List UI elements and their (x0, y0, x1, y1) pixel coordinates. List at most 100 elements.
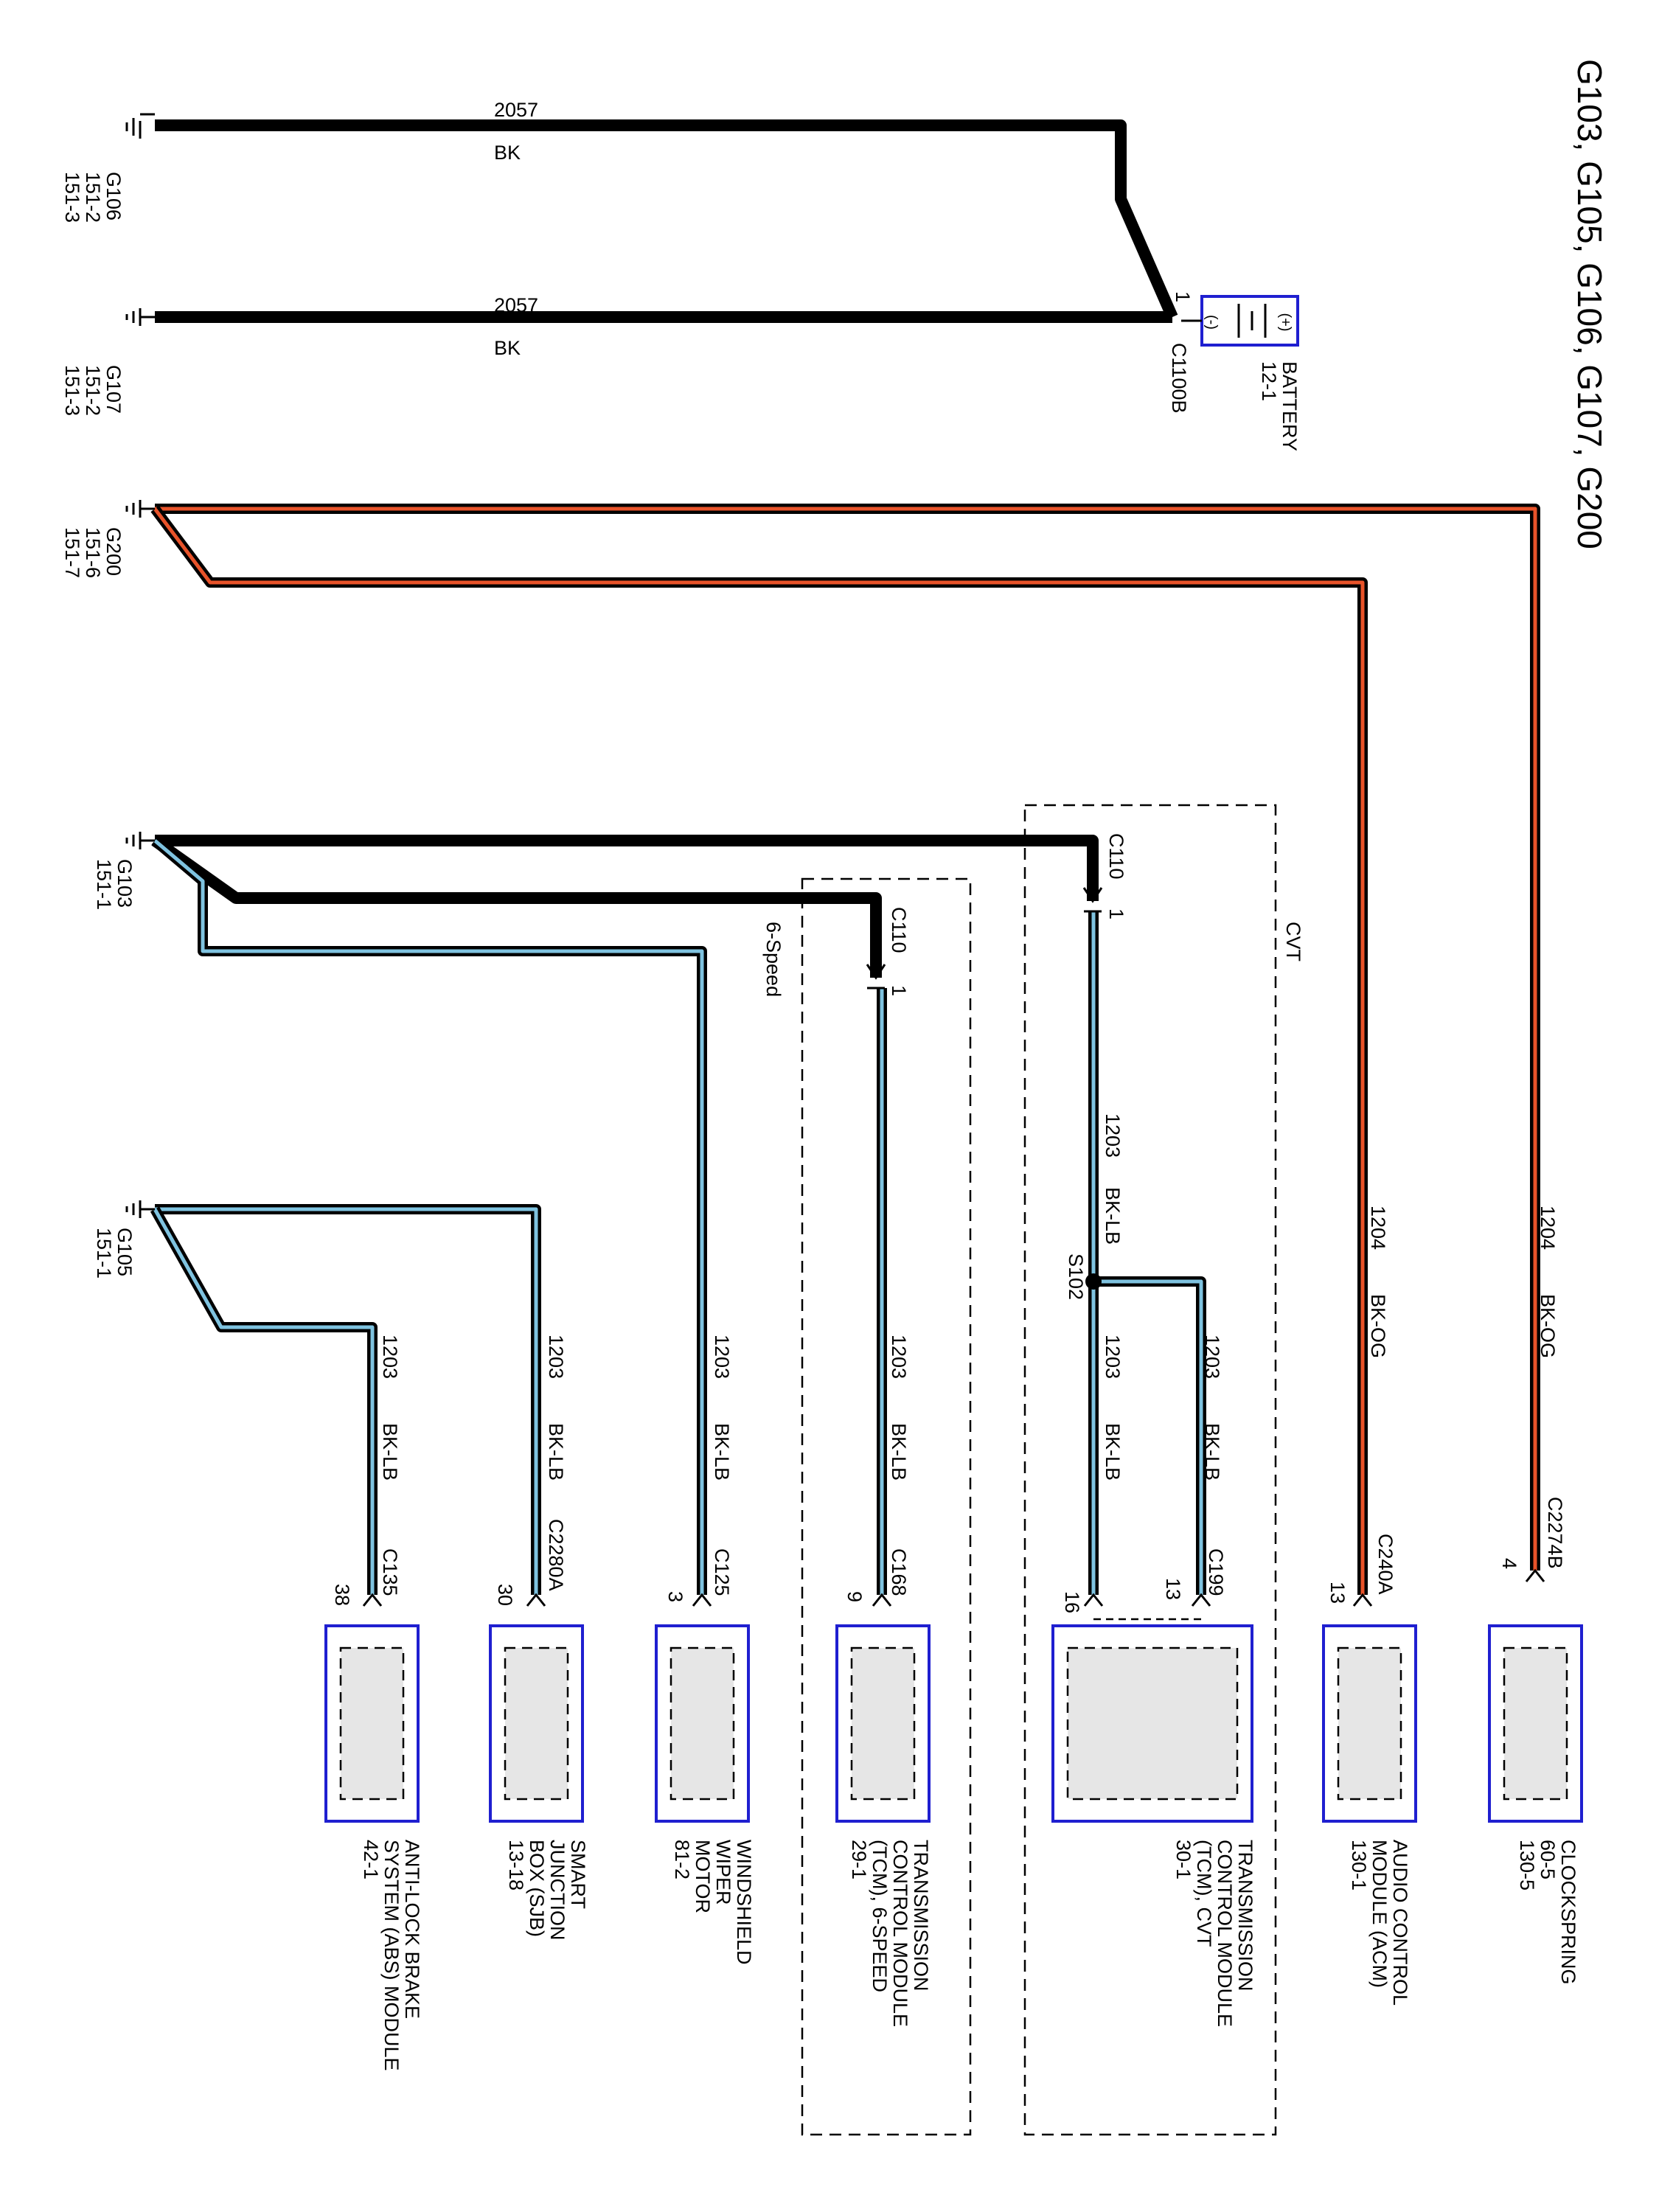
svg-text:C2280A: C2280A (545, 1519, 567, 1591)
connector-label-sjb: C2280A (545, 1519, 567, 1591)
svg-text:C240A: C240A (1374, 1534, 1397, 1595)
component-label-clockspring: CLOCKSPRING 60-5 130-5 (1516, 1840, 1579, 1985)
svg-text:CONTROL MODULE: CONTROL MODULE (889, 1840, 911, 2027)
diagram-title: G103, G105, G106, G107, G200 (1571, 59, 1609, 549)
svg-text:G105: G105 (114, 1228, 136, 1276)
svg-text:BK-LB: BK-LB (888, 1423, 910, 1481)
svg-text:G200: G200 (102, 527, 125, 576)
svg-text:12-1: 12-1 (1258, 361, 1280, 401)
svg-text:C125: C125 (711, 1548, 733, 1596)
wire-color-g106: BK (494, 142, 521, 164)
svg-text:BK-LB: BK-LB (1102, 1187, 1124, 1245)
splice-s102 (1085, 1273, 1102, 1290)
svg-text:BATTERY: BATTERY (1279, 361, 1301, 451)
svg-text:1: 1 (888, 985, 910, 996)
svg-text:151-7: 151-7 (61, 527, 83, 578)
pin-label-clockspring: 4 (1498, 1558, 1520, 1569)
svg-text:151-3: 151-3 (61, 365, 83, 416)
svg-text:ANTI-LOCK BRAKE: ANTI-LOCK BRAKE (401, 1840, 423, 2019)
svg-text:G103: G103 (114, 859, 136, 908)
battery-pin-label: 1 (1172, 291, 1194, 302)
ground-symbol-g103 (125, 832, 155, 849)
svg-text:CONTROL MODULE: CONTROL MODULE (1214, 1840, 1236, 2027)
svg-text:C1100B: C1100B (1168, 343, 1190, 414)
ground-label-g107: G107 151-2 151-3 (61, 365, 125, 416)
ground-label-g200: G200 151-6 151-7 (61, 527, 125, 578)
connector-label-abs: C135 (379, 1548, 401, 1596)
svg-text:C168: C168 (888, 1548, 910, 1596)
pin-label-sjb: 30 (494, 1584, 516, 1606)
wire-circuit-g107: 2057 (494, 294, 538, 316)
svg-text:(TCM), 6-SPEED: (TCM), 6-SPEED (869, 1840, 891, 1992)
svg-text:1204: 1204 (1367, 1206, 1389, 1250)
c110-cvt-label: C110 (1105, 833, 1127, 880)
svg-text:G107: G107 (102, 365, 125, 414)
component-clockspring (1488, 1624, 1583, 1823)
wire-1203-abs (150, 1206, 378, 1595)
ground-symbol-g106 (125, 113, 155, 139)
wire-label-clockspring: 1204 BK-OG (1537, 1206, 1559, 1358)
svg-text:29-1: 29-1 (848, 1840, 870, 1879)
wire-2057-g106 (155, 119, 1178, 320)
pin-label-abs: 38 (331, 1584, 353, 1606)
svg-text:SYSTEM (ABS) MODULE: SYSTEM (ABS) MODULE (380, 1840, 403, 2071)
svg-text:42-1: 42-1 (360, 1840, 382, 1879)
svg-text:130-1: 130-1 (1348, 1840, 1370, 1891)
pin-label-tcm-cvt-13: 13 (1162, 1578, 1184, 1600)
component-sjb (489, 1624, 584, 1823)
connector-label-tcm-cvt: C199 (1205, 1548, 1227, 1596)
ground-label-g106: G106 151-2 151-3 (61, 172, 125, 223)
connector-tips (362, 1568, 1545, 1607)
pin-label-wiper: 3 (664, 1591, 686, 1602)
component-acm (1322, 1624, 1417, 1823)
svg-text:BK-LB: BK-LB (1201, 1423, 1223, 1481)
wire-label-cvt-upper: 1203 BK-LB (1102, 1113, 1124, 1245)
svg-text:151-2: 151-2 (82, 365, 104, 416)
svg-text:1: 1 (1172, 291, 1194, 302)
svg-text:4: 4 (1498, 1558, 1520, 1569)
wire-1204-clockspring (155, 504, 1540, 1571)
svg-text:13: 13 (1326, 1582, 1349, 1604)
inline-connector-c110-cvt (1082, 887, 1103, 913)
c110-6speed-label: C110 (888, 907, 910, 953)
wire-layer (150, 119, 1540, 1595)
svg-text:1203: 1203 (711, 1335, 733, 1379)
c110-6speed-pin: 1 (888, 985, 910, 996)
component-tcm-cvt (1051, 1624, 1253, 1823)
svg-text:WIPER: WIPER (712, 1840, 734, 1905)
svg-text:1203: 1203 (888, 1335, 910, 1379)
svg-text:TRANSMISSION: TRANSMISSION (1234, 1840, 1256, 1992)
ground-symbol-g200 (125, 500, 155, 518)
svg-text:9: 9 (844, 1591, 866, 1602)
svg-text:S102: S102 (1065, 1253, 1087, 1300)
svg-text:151-2: 151-2 (82, 172, 104, 223)
component-abs (324, 1624, 420, 1823)
battery-minus-label: (-) (1203, 315, 1220, 330)
ground-symbol-g107 (125, 308, 155, 326)
svg-text:1203: 1203 (1201, 1335, 1223, 1379)
wire-1203-sjb (155, 1204, 541, 1595)
svg-text:BOX (SJB): BOX (SJB) (526, 1840, 548, 1937)
svg-text:1203: 1203 (379, 1335, 401, 1379)
svg-text:1203: 1203 (1102, 1335, 1124, 1379)
wire-label-cvt-lower: 1203 BK-LB (1102, 1335, 1124, 1481)
svg-text:13-18: 13-18 (505, 1840, 527, 1891)
component-label-sjb: SMART JUNCTION BOX (SJB) 13-18 (505, 1840, 589, 1941)
svg-text:C2274B: C2274B (1544, 1497, 1566, 1569)
connector-label-clockspring: C2274B (1544, 1497, 1566, 1569)
svg-text:1204: 1204 (1537, 1206, 1559, 1250)
connector-label-wiper: C125 (711, 1548, 733, 1596)
wire-1203-tcm-cvt-13 (1093, 1276, 1206, 1595)
wire-1204-acm (150, 505, 1368, 1595)
wire-label-tcm-6speed: 1203 BK-LB (888, 1335, 910, 1481)
wire-1203-c110-cvt (155, 835, 1099, 901)
svg-text:BK-LB: BK-LB (1102, 1423, 1124, 1481)
pin-label-tcm-6speed: 9 (844, 1591, 866, 1602)
svg-text:MODULE (ACM): MODULE (ACM) (1368, 1840, 1391, 1988)
six-speed-option-label: 6-Speed (762, 922, 785, 997)
svg-text:JUNCTION: JUNCTION (546, 1840, 568, 1941)
svg-text:AUDIO CONTROL: AUDIO CONTROL (1389, 1840, 1411, 2006)
svg-text:151-3: 151-3 (61, 172, 83, 223)
svg-text:BK-LB: BK-LB (711, 1423, 733, 1481)
